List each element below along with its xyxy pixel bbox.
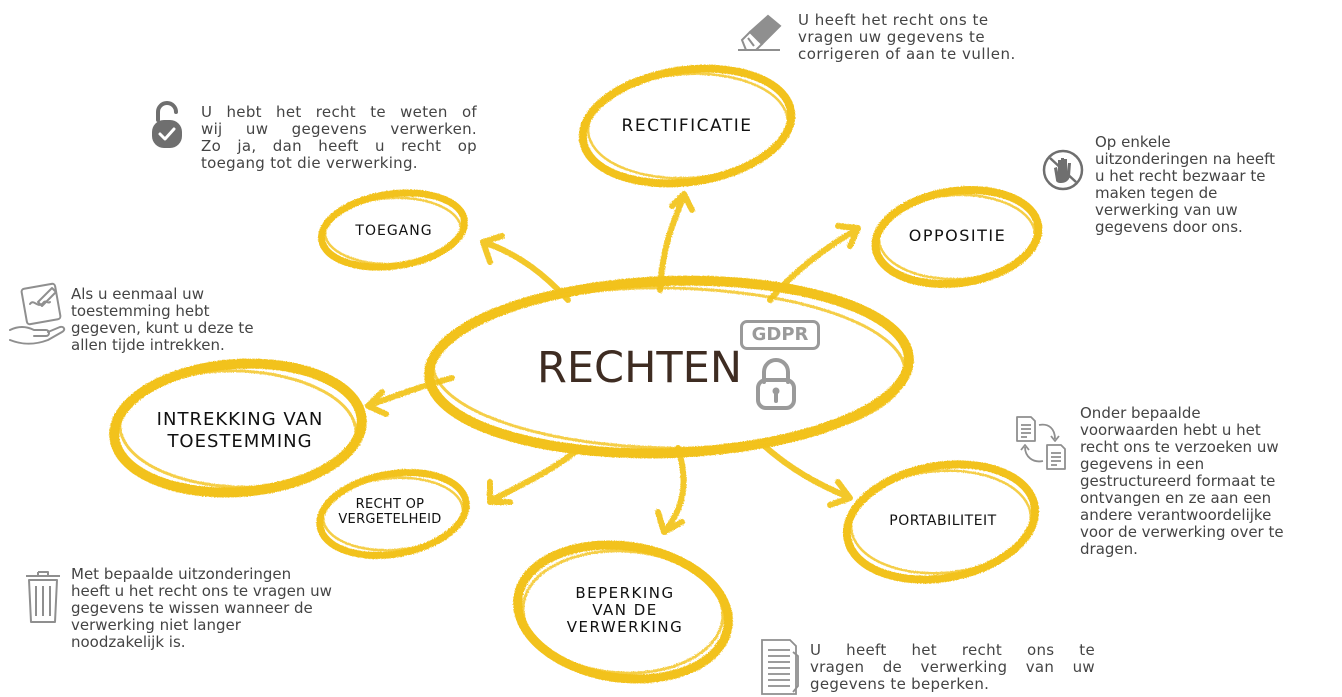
desc-line: toestemming hebt — [71, 302, 210, 320]
desc-line: vragen uw gegevens te — [798, 28, 986, 46]
node-label-intrekking-line1: INTREKKING VAN — [156, 409, 324, 430]
node-label-beperking: BEPERKING VAN DE VERWERKING — [545, 585, 705, 636]
node-label-rectificatie: RECTIFICATIE — [621, 116, 753, 136]
node-label-vergetelheid-line2: VERGETELHEID — [338, 512, 442, 527]
desc-line: wij uw gegevens verwerken. — [201, 120, 477, 138]
arrow-to-rectificatie — [657, 191, 695, 293]
desc-line: maken tegen de — [1095, 184, 1218, 202]
desc-line: gegevens in een — [1080, 455, 1205, 473]
desc-line: U hebt het recht te weten of — [201, 103, 477, 121]
node-label-portabiliteit: PORTABILITEIT — [889, 513, 997, 529]
arrow-to-beperking — [655, 445, 687, 535]
desc-line: U heeft het recht ons te — [798, 11, 989, 29]
node-label-intrekking: INTREKKING VAN TOESTEMMING — [125, 409, 355, 453]
node-label-toegang: TOEGANG — [355, 223, 433, 239]
desc-line: andere verantwoordelijke — [1080, 506, 1272, 524]
desc-line: Als u eenmaal uw — [71, 285, 204, 303]
ring-intrekking — [109, 358, 367, 498]
ring-vergetelheid — [316, 469, 470, 559]
arrow-to-portabiliteit — [757, 439, 853, 508]
padlock-icon — [756, 358, 796, 410]
node-label-intrekking-line2: TOESTEMMING — [167, 431, 313, 452]
trash-icon — [26, 571, 60, 623]
ring-oppositie — [871, 186, 1043, 288]
desc-line: dragen. — [1080, 540, 1138, 558]
node-label-oppositie: OPPOSITIE — [908, 226, 1007, 245]
unlock-check-icon — [152, 101, 182, 148]
desc-line: voor de verwerking over te — [1080, 523, 1284, 541]
node-label-beperking-line2: VAN DE — [592, 601, 658, 619]
eraser-icon — [738, 14, 782, 51]
desc-line: gestructureerd formaat te — [1080, 472, 1276, 490]
desc-line: noodzakelijk is. — [71, 633, 186, 651]
desc-line: gegeven, kunt u deze te — [71, 319, 254, 337]
description-vergetelheid: Met bepaalde uitzonderingen heeft u het … — [71, 566, 401, 651]
gdpr-badge: GDPR — [740, 320, 820, 350]
center-title: RECHTEN — [537, 343, 743, 393]
description-oppositie: Op enkele uitzonderingen na heeft u het … — [1095, 134, 1335, 236]
desc-line: recht ons te verzoeken uw — [1080, 438, 1279, 456]
desc-line: u het recht bezwaar te — [1095, 167, 1266, 185]
ring-toegang — [318, 189, 468, 271]
arrow-to-vergetelheid — [487, 449, 578, 505]
desc-line: Onder bepaalde — [1080, 404, 1201, 422]
description-toegang: U hebt het recht te weten of wij uw gege… — [201, 104, 477, 172]
node-label-beperking-line3: VERWERKING — [566, 618, 684, 636]
ring-center — [424, 275, 914, 459]
node-label-vergetelheid-line1: RECHT OP — [355, 497, 425, 512]
description-intrekking: Als u eenmaal uw toestemming hebt gegeve… — [71, 286, 311, 354]
desc-line: voorwaarden hebt u het — [1080, 421, 1261, 439]
desc-line: verwerking niet langer — [71, 616, 241, 634]
node-label-vergetelheid: RECHT OP VERGETELHEID — [310, 497, 470, 527]
node-rings — [109, 64, 1043, 684]
desc-line: uitzonderingen na heeft — [1095, 150, 1276, 168]
hand-signing-icon — [9, 282, 66, 345]
desc-line: gegevens te beperken. — [810, 675, 990, 693]
document-transfer-icon — [1016, 416, 1066, 470]
desc-line: corrigeren of aan te vullen. — [798, 45, 1016, 63]
desc-line: heeft u het recht ons te vragen uw — [71, 582, 332, 600]
desc-line: verwerking van uw — [1095, 201, 1238, 219]
desc-line: vragen de verwerking van uw — [810, 658, 1095, 676]
desc-line: U heeft het recht ons te — [810, 641, 1095, 659]
desc-line: Op enkele — [1095, 133, 1171, 151]
ring-beperking — [513, 540, 733, 684]
ring-portabiliteit — [842, 460, 1040, 584]
desc-line: Met bepaalde uitzonderingen — [71, 565, 292, 583]
desc-line: Zo ja, dan heeft u recht op — [201, 137, 477, 155]
description-rectificatie: U heeft het recht ons te vragen uw gegev… — [798, 12, 1048, 63]
stop-hand-icon — [1042, 149, 1084, 191]
desc-line: toegang tot die verwerking. — [201, 154, 418, 172]
description-beperking: U heeft het recht ons te vragen de verwe… — [810, 642, 1095, 693]
desc-line: allen tijde intrekken. — [71, 336, 225, 354]
arrow-to-intrekking — [365, 375, 455, 417]
checklist-icon — [761, 639, 799, 695]
desc-line: gegevens door ons. — [1095, 218, 1243, 236]
ring-rectificatie — [578, 64, 796, 188]
desc-line: ontvangen en ze aan een — [1080, 489, 1272, 507]
desc-line: gegevens te wissen wanneer de — [71, 599, 313, 617]
description-portabiliteit: Onder bepaalde voorwaarden hebt u het re… — [1080, 405, 1340, 558]
node-label-beperking-line1: BEPERKING — [575, 584, 675, 602]
